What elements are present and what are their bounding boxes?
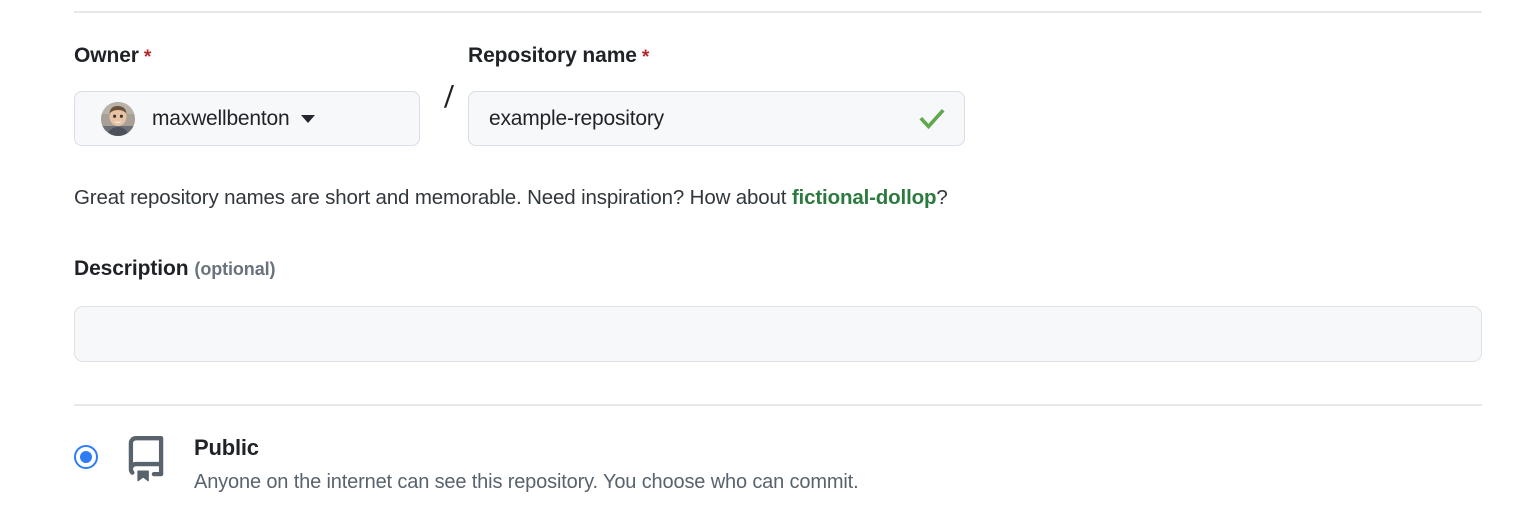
helper-text-prefix: Great repository names are short and mem…: [74, 186, 792, 209]
repo-book-icon: [123, 436, 169, 482]
visibility-option-description: Anyone on the internet can see this repo…: [194, 470, 859, 493]
suggested-name-link[interactable]: fictional-dollop: [791, 186, 937, 209]
check-icon: [918, 105, 946, 133]
description-input[interactable]: [74, 306, 1482, 362]
section-divider-middle: [74, 404, 1482, 406]
repository-name-helper-text: Great repository names are short and mem…: [74, 184, 948, 213]
owner-label: Owner*: [74, 45, 420, 67]
owner-and-name-row: Owner*: [74, 45, 1474, 160]
repository-name-field-group: Repository name*: [468, 45, 965, 146]
owner-label-text: Owner: [74, 44, 139, 67]
owner-required-asterisk: *: [143, 47, 152, 68]
owner-name-separator: /: [444, 77, 454, 115]
radio-public[interactable]: [74, 445, 98, 469]
section-divider-top: [74, 11, 1482, 13]
visibility-option-title: Public: [194, 435, 259, 460]
repository-name-input-wrapper[interactable]: [468, 91, 965, 146]
repository-name-label-text: Repository name: [468, 44, 637, 67]
owner-name-text: maxwellbenton: [152, 106, 290, 130]
visibility-option-public[interactable]: Public Anyone on the internet can see th…: [74, 432, 1474, 495]
visibility-option-text: Public Anyone on the internet can see th…: [194, 432, 859, 495]
description-label: Description(optional): [74, 257, 276, 281]
helper-text-suffix: ?: [936, 186, 948, 209]
description-optional-note: (optional): [194, 259, 276, 279]
owner-field-group: Owner*: [74, 45, 420, 146]
chevron-down-icon: [301, 114, 316, 123]
repository-name-required-asterisk: *: [641, 47, 650, 68]
owner-select-button[interactable]: maxwellbenton: [74, 91, 420, 146]
user-avatar-photo: [101, 101, 135, 136]
repository-name-input[interactable]: [489, 106, 908, 131]
description-label-text: Description: [74, 257, 189, 280]
repository-name-label: Repository name*: [468, 45, 965, 67]
